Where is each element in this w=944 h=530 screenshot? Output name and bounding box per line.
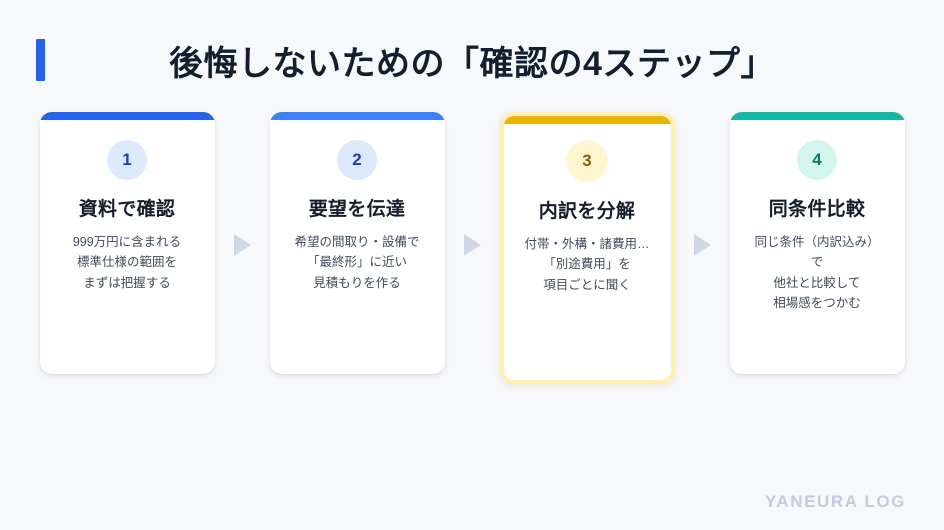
step-card-1-heading: 資料で確認 [78, 199, 176, 220]
step-card-4-badge: 4 [797, 140, 837, 180]
footer-watermark: YANEURA LOG [764, 492, 906, 511]
step-card-3-body: 付帯・外構・諸費用… 「別途費用」を 項目ごとに聞く [524, 237, 650, 292]
step-card-2[interactable]: 2 要望を伝達 希望の間取り・設備で 「最終形」に近い 見積もりを作る [269, 112, 445, 374]
page-header: 後悔しないための「確認の4ステップ」 [0, 30, 944, 90]
step-card-1-body: 999万円に含まれる 標準仕様の範囲を まずは把握する [72, 235, 182, 290]
step-slot-1: 1 資料で確認 999万円に含まれる 標準仕様の範囲を まずは把握する [39, 112, 215, 374]
step-arrow-2 [445, 112, 500, 256]
step-card-4[interactable]: 4 同条件比較 同じ条件（内訳込み） で 他社と比較して 相場感をつかむ [729, 112, 905, 374]
step-arrow-1 [215, 112, 270, 256]
step-card-3-badge: 3 [566, 140, 608, 182]
step-card-3[interactable]: 3 内訳を分解 付帯・外構・諸費用… 「別途費用」を 項目ごとに聞く [499, 112, 675, 384]
step-slot-3: 3 内訳を分解 付帯・外構・諸費用… 「別途費用」を 項目ごとに聞く [499, 112, 675, 384]
step-card-3-heading: 内訳を分解 [538, 201, 636, 222]
page-title: 後悔しないための「確認の4ステップ」 [169, 44, 775, 83]
step-card-2-badge: 2 [337, 140, 377, 180]
step-card-4-number: 4 [812, 150, 822, 169]
arrow-right-icon [233, 234, 251, 256]
step-slot-4: 4 同条件比較 同じ条件（内訳込み） で 他社と比較して 相場感をつかむ [729, 112, 905, 374]
step-card-2-body: 希望の間取り・設備で 「最終形」に近い 見積もりを作る [294, 235, 420, 290]
step-card-1-topbar [39, 112, 215, 120]
step-card-3-topbar [503, 116, 671, 124]
step-card-1-badge: 1 [107, 140, 147, 180]
step-card-4-body: 同じ条件（内訳込み） で 他社と比較して 相場感をつかむ [754, 235, 880, 310]
step-card-1[interactable]: 1 資料で確認 999万円に含まれる 標準仕様の範囲を まずは把握する [39, 112, 215, 374]
title-accent-bar [36, 39, 45, 81]
arrow-right-icon [693, 234, 711, 256]
step-card-2-number: 2 [352, 150, 362, 169]
step-card-4-topbar [729, 112, 905, 120]
step-card-1-number: 1 [122, 150, 132, 169]
step-arrow-3 [675, 112, 730, 256]
arrow-right-icon [463, 234, 481, 256]
step-card-3-number: 3 [582, 151, 592, 170]
step-slot-2: 2 要望を伝達 希望の間取り・設備で 「最終形」に近い 見積もりを作る [269, 112, 445, 374]
steps-container: 1 資料で確認 999万円に含まれる 標準仕様の範囲を まずは把握する 2 要望… [0, 112, 944, 387]
step-card-2-heading: 要望を伝達 [308, 199, 406, 220]
step-card-2-topbar [269, 112, 445, 120]
step-card-4-heading: 同条件比較 [768, 199, 866, 220]
